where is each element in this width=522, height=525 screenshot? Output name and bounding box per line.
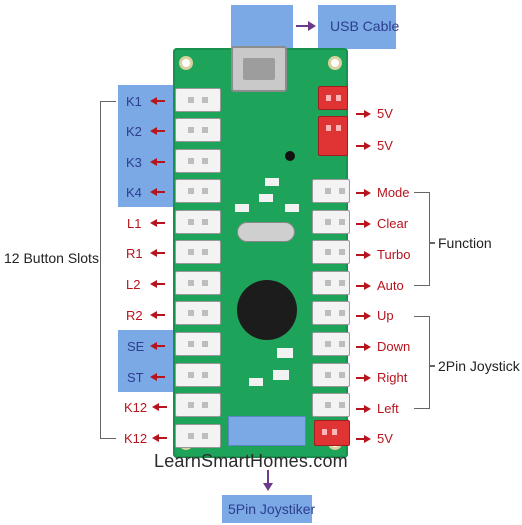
- slot-label-k4: K4: [126, 185, 142, 200]
- connector-k4: [175, 179, 221, 203]
- connector-5v-3: [314, 420, 350, 446]
- port-label-5v-1: 5V: [377, 106, 393, 121]
- connector-turbo: [312, 240, 350, 264]
- slot-label-k12a: K12: [124, 400, 148, 415]
- slot-label-se: SE: [127, 339, 145, 354]
- arrow-5v-3: [364, 435, 371, 443]
- arrow-k12b: [152, 434, 159, 442]
- port-label-down: Down: [377, 339, 411, 354]
- button-slots-bracket: [100, 101, 116, 439]
- slot-label-l2: L2: [126, 277, 141, 292]
- arrow-k12a: [152, 403, 159, 411]
- connector-k12a: [175, 393, 221, 417]
- arrow-l1: [150, 219, 157, 227]
- usb-cable-label: USB Cable: [330, 18, 400, 34]
- crystal-oscillator: [237, 222, 295, 242]
- arrow-k2: [150, 127, 157, 135]
- arrow-down: [364, 343, 371, 351]
- smd-component: [285, 204, 299, 212]
- port-label-5v-3: 5V: [377, 431, 393, 446]
- port-label-auto: Auto: [377, 278, 404, 293]
- slot-label-k3: K3: [126, 155, 142, 170]
- smd-component: [277, 348, 293, 358]
- arrow-5v-1: [364, 110, 371, 118]
- connector-k1: [175, 88, 221, 112]
- slot-label-k1: K1: [126, 94, 142, 109]
- connector-k12b: [175, 424, 221, 448]
- usb-port: [231, 46, 287, 92]
- connector-mode: [312, 179, 350, 203]
- arrow-mode: [364, 189, 371, 197]
- arrow-r1: [150, 249, 157, 257]
- arrow-auto: [364, 282, 371, 290]
- smd-component: [235, 204, 249, 212]
- arrow-up: [364, 312, 371, 320]
- connector-st: [175, 363, 221, 387]
- connector-k3: [175, 149, 221, 173]
- port-label-up: Up: [377, 308, 394, 323]
- connector-left: [312, 393, 350, 417]
- mount-hole-tr: [328, 56, 342, 70]
- port-label-left: Left: [377, 401, 399, 416]
- smd-component: [249, 378, 263, 386]
- function-label: Function: [438, 235, 492, 251]
- port-label-mode: Mode: [377, 185, 410, 200]
- slot-label-r2: R2: [126, 308, 143, 323]
- smd-component: [259, 194, 273, 202]
- led: [285, 151, 295, 161]
- smd-component: [273, 370, 289, 380]
- slot-label-st: ST: [127, 370, 144, 385]
- connector-r1: [175, 240, 221, 264]
- mount-hole-tl: [179, 56, 193, 70]
- connector-down: [312, 332, 350, 356]
- joystick5-arrow-head: [263, 483, 273, 491]
- arrow-left: [364, 405, 371, 413]
- usb-arrow-head: [308, 21, 316, 31]
- joystick5-arrow-shaft: [267, 470, 269, 484]
- arrow-se: [150, 342, 157, 350]
- joystick5-label-highlight: [222, 495, 312, 523]
- joystick-2pin-label: 2Pin Joystick: [438, 358, 520, 374]
- port-label-clear: Clear: [377, 216, 409, 231]
- connector-5v-1: [318, 86, 348, 110]
- function-bracket: [414, 192, 430, 286]
- connector-se: [175, 332, 221, 356]
- arrow-turbo: [364, 251, 371, 259]
- joystick-2pin-bracket: [414, 316, 430, 409]
- connector-r2: [175, 301, 221, 325]
- arrow-r2: [150, 311, 157, 319]
- watermark: LearnSmartHomes.com: [154, 451, 348, 471]
- joystick5-label: 5Pin Joystiker: [228, 501, 316, 517]
- connector-l2: [175, 271, 221, 295]
- connector-k2: [175, 118, 221, 142]
- usb-arrow: [296, 25, 310, 27]
- arrow-k1: [150, 97, 157, 105]
- slot-label-k12b: K12: [124, 431, 148, 446]
- arrow-k4: [150, 188, 157, 196]
- connector-up: [312, 301, 350, 325]
- slot-label-k2: K2: [126, 124, 142, 139]
- smd-component: [265, 178, 279, 186]
- connector-5pin: [228, 416, 306, 446]
- connector-auto: [312, 271, 350, 295]
- arrow-right: [364, 374, 371, 382]
- button-slots-label: 12 Button Slots: [4, 250, 99, 266]
- slot-label-l1: L1: [127, 216, 142, 231]
- arrow-clear: [364, 220, 371, 228]
- connector-right: [312, 363, 350, 387]
- arrow-k3: [150, 158, 157, 166]
- port-label-right: Right: [377, 370, 408, 385]
- port-label-turbo: Turbo: [377, 247, 411, 262]
- usb-label-highlight: [318, 5, 396, 49]
- arrow-st: [150, 373, 157, 381]
- arrow-l2: [150, 280, 157, 288]
- usb-highlight: [231, 5, 293, 49]
- connector-l1: [175, 210, 221, 234]
- connector-clear: [312, 210, 350, 234]
- port-label-5v-2: 5V: [377, 138, 393, 153]
- controller-chip: [237, 280, 297, 340]
- arrow-5v-2: [364, 142, 371, 150]
- connector-5v-2: [318, 116, 348, 156]
- slot-label-r1: R1: [126, 246, 143, 261]
